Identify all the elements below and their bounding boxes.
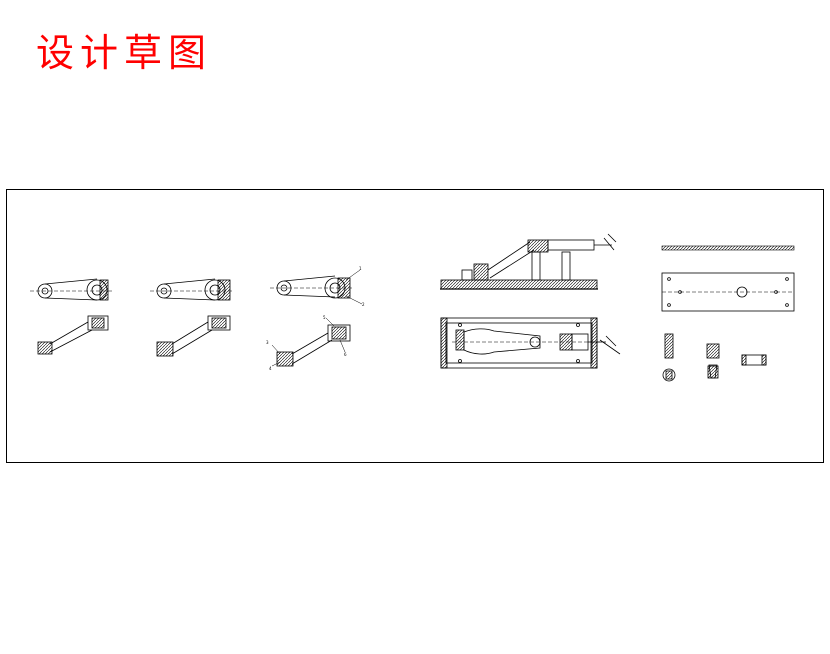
callout-label-2: 2	[362, 302, 365, 307]
crank-arm-isometric-view-1	[37, 315, 109, 355]
bushing-part-drawing	[662, 333, 676, 382]
callout-label-3: 3	[266, 340, 269, 345]
assembly-top-view	[440, 317, 621, 369]
page-title: 设计草图	[36, 31, 213, 75]
crank-arm-isometric-view-3	[271, 317, 351, 367]
crank-arm-side-view-1	[30, 278, 112, 301]
callout-label-6: 6	[344, 352, 347, 357]
crank-arm-side-view-2	[150, 278, 232, 301]
sleeve-part-drawing	[741, 354, 767, 366]
assembly-front-view	[440, 233, 617, 290]
callout-label-5: 5	[323, 315, 326, 320]
drawing-frame	[6, 189, 824, 463]
crank-arm-side-view-3	[270, 269, 363, 305]
rod-part-drawing	[661, 245, 795, 251]
callout-label-1: 1	[359, 266, 362, 271]
crank-arm-isometric-view-2	[156, 315, 231, 357]
callout-label-4: 4	[269, 366, 272, 371]
spring-part-drawing	[706, 343, 720, 379]
base-plate-drawing	[661, 272, 795, 312]
